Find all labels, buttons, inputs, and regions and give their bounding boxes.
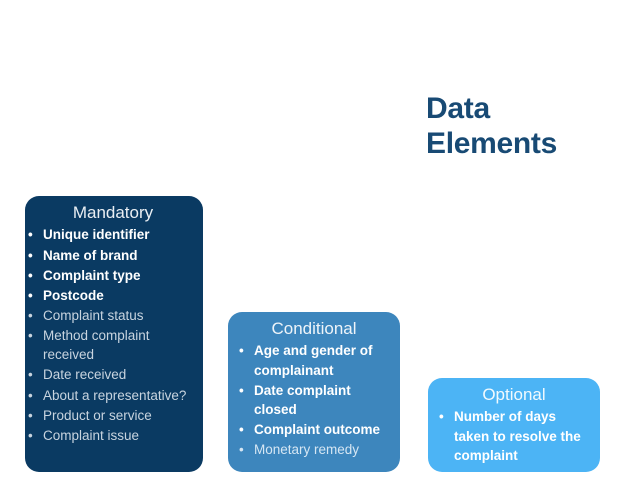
list-item-label: Postcode <box>43 287 104 303</box>
list-item: • Method complaint received <box>23 326 197 364</box>
list-item: • Complaint issue <box>23 426 197 445</box>
bullet-icon: • <box>28 407 33 423</box>
page-title: Data Elements <box>426 92 557 160</box>
list-item-label: Complaint outcome <box>254 422 381 438</box>
list-item: • Complaint status <box>23 306 197 325</box>
list-item-label: Date received <box>43 367 127 383</box>
list-item-label: Method complaint received <box>43 328 150 363</box>
category-header-optional: Optional <box>482 385 546 404</box>
category-box-conditional: Conditional • Age and gender of complaina… <box>228 312 400 472</box>
category-header-conditional: Conditional <box>271 319 357 338</box>
bullet-icon: • <box>28 287 33 303</box>
bullet-icon: • <box>28 227 33 243</box>
list-item-label: About a representative? <box>43 387 187 403</box>
list-item-label: Number of days taken to resolve the comp… <box>454 409 581 463</box>
list-item-label: Name of brand <box>43 247 138 263</box>
bullet-icon: • <box>28 247 33 263</box>
list-item: • Monetary remedy <box>234 440 394 459</box>
list-item: • Product or service <box>23 406 197 425</box>
list-item-label: Unique identifier <box>43 227 150 243</box>
bullet-icon: • <box>239 343 244 359</box>
list-item: • Date received <box>23 365 197 384</box>
bullet-icon: • <box>28 427 33 443</box>
list-item-label: Complaint type <box>43 267 141 283</box>
bullet-icon: • <box>239 422 244 438</box>
bullet-icon: • <box>28 387 33 403</box>
bullet-icon: • <box>28 308 33 324</box>
bullet-icon: • <box>28 328 33 344</box>
list-item: • Postcode <box>23 286 197 305</box>
category-list-mandatory: • Unique identifier • Name of brand • Complai… <box>23 225 197 445</box>
list-item: • Complaint type <box>23 266 197 285</box>
category-list-optional: • Number of days taken to resolve the com… <box>434 407 594 464</box>
list-item: • Name of brand <box>23 246 197 265</box>
category-box-optional: Optional • Number of days taken to resolv… <box>428 378 600 472</box>
bullet-icon: • <box>239 442 244 458</box>
list-item: • Date complaint closed <box>234 381 394 419</box>
list-item-label: Complaint status <box>43 308 144 324</box>
bullet-icon: • <box>28 367 33 383</box>
list-item-label: Monetary remedy <box>254 442 360 458</box>
list-item: • Complaint outcome <box>234 420 394 439</box>
bullet-icon: • <box>239 382 244 398</box>
list-item: • About a representative? <box>23 386 197 405</box>
category-box-mandatory: Mandatory • Unique identifier • Name of bra… <box>25 196 203 472</box>
bullet-icon: • <box>439 409 444 425</box>
list-item: • Age and gender of complainant <box>234 341 394 379</box>
list-item-label: Product or service <box>43 407 152 423</box>
category-list-conditional: • Age and gender of complainant • Date comp… <box>234 341 394 459</box>
category-header-mandatory: Mandatory <box>72 203 154 222</box>
list-item-label: Age and gender of complainant <box>254 343 373 378</box>
list-item: • Number of days taken to resolve the com… <box>434 407 594 464</box>
list-item-label: Complaint issue <box>43 427 140 443</box>
list-item: • Unique identifier <box>23 225 197 244</box>
bullet-icon: • <box>28 267 33 283</box>
list-item-label: Date complaint closed <box>254 382 351 417</box>
